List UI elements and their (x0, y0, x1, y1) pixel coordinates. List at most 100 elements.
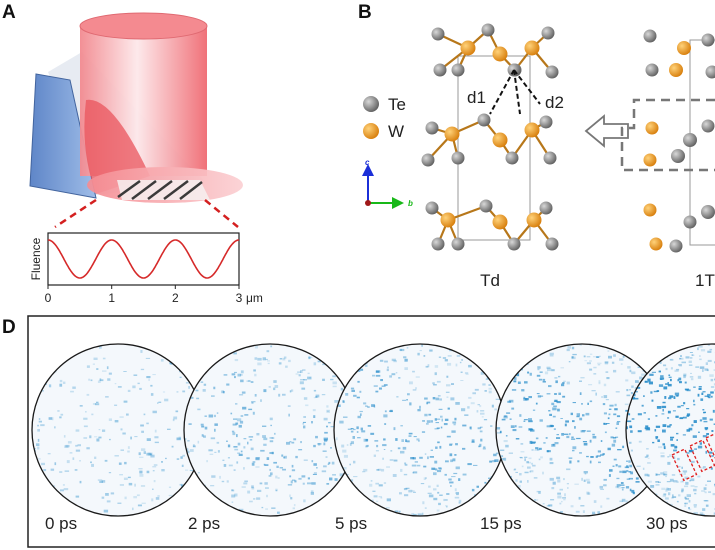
speck (494, 459, 499, 462)
speck (684, 497, 687, 500)
speck (566, 348, 570, 352)
speck (693, 399, 695, 403)
speck (515, 471, 518, 473)
te-atom (433, 63, 447, 77)
speck (303, 416, 306, 418)
speck (400, 425, 403, 427)
speck (417, 513, 422, 516)
speck (275, 475, 278, 479)
speck (644, 456, 648, 458)
x-tick-3: 3 (236, 291, 243, 305)
speck (234, 359, 239, 362)
speck (621, 487, 625, 489)
speck (676, 395, 679, 397)
speck (579, 380, 582, 382)
speck (678, 377, 682, 381)
speck (423, 465, 427, 468)
speck (681, 490, 684, 493)
speck (637, 366, 642, 368)
speck (307, 372, 310, 375)
speck (627, 366, 631, 369)
speck (444, 359, 448, 362)
speck (710, 467, 713, 470)
speck (583, 471, 588, 474)
w-atom (492, 46, 508, 62)
frame-label-4: 30 ps (646, 514, 688, 533)
speck (548, 385, 552, 388)
speck (370, 480, 373, 482)
speck (697, 445, 703, 449)
speck (427, 456, 429, 460)
speck (559, 488, 563, 491)
speck (239, 420, 244, 424)
speck (499, 455, 504, 457)
speck (628, 471, 632, 473)
speck (711, 395, 713, 398)
transition-arrow (584, 114, 629, 148)
speck (411, 513, 415, 516)
speck (526, 461, 529, 464)
speck (180, 483, 185, 486)
speck (652, 441, 655, 444)
speck (302, 422, 305, 425)
speck (620, 482, 624, 485)
zoom-line-left (54, 198, 97, 229)
speck (216, 441, 220, 444)
speck (477, 404, 480, 406)
speck (267, 360, 270, 362)
speck (550, 499, 555, 501)
speck (425, 477, 427, 479)
speck (553, 428, 556, 430)
speck (98, 346, 102, 349)
speck (528, 396, 532, 399)
panel-b-letter: B (358, 2, 372, 23)
speck (436, 509, 440, 512)
speck (248, 436, 254, 438)
speck (216, 412, 219, 414)
speck (539, 447, 542, 450)
speck (263, 443, 267, 446)
x-tick-1: 1 (108, 291, 115, 305)
speck (601, 396, 603, 398)
te-atom (479, 199, 493, 213)
speck (264, 464, 269, 466)
speck (616, 484, 621, 487)
speck (97, 479, 103, 481)
speck (154, 441, 159, 444)
speck (663, 364, 667, 367)
speck (583, 479, 586, 482)
speck (289, 494, 291, 498)
speck (658, 370, 661, 373)
speck (532, 409, 536, 411)
speck (412, 457, 416, 460)
speck (517, 381, 521, 384)
speck (615, 436, 619, 438)
pump-beam-top (79, 12, 208, 40)
speck (148, 378, 150, 381)
speck (429, 349, 433, 352)
speck (637, 413, 642, 416)
speck (570, 412, 573, 416)
speck (618, 465, 622, 468)
speck (360, 413, 362, 416)
speck (307, 477, 310, 480)
speck (484, 390, 487, 392)
speck (90, 461, 92, 464)
speck (105, 396, 109, 398)
speck (609, 469, 613, 472)
speck (625, 486, 630, 489)
speck (709, 348, 713, 351)
speck (328, 461, 331, 464)
speck (672, 410, 676, 412)
speck (250, 381, 254, 383)
speck (395, 372, 398, 374)
speck (38, 418, 41, 420)
speck (574, 483, 579, 485)
speck (662, 424, 667, 427)
speck (667, 410, 671, 414)
speck (437, 418, 441, 420)
speck (638, 440, 642, 443)
speck (154, 429, 157, 433)
speck (311, 460, 314, 463)
speck (535, 402, 538, 405)
